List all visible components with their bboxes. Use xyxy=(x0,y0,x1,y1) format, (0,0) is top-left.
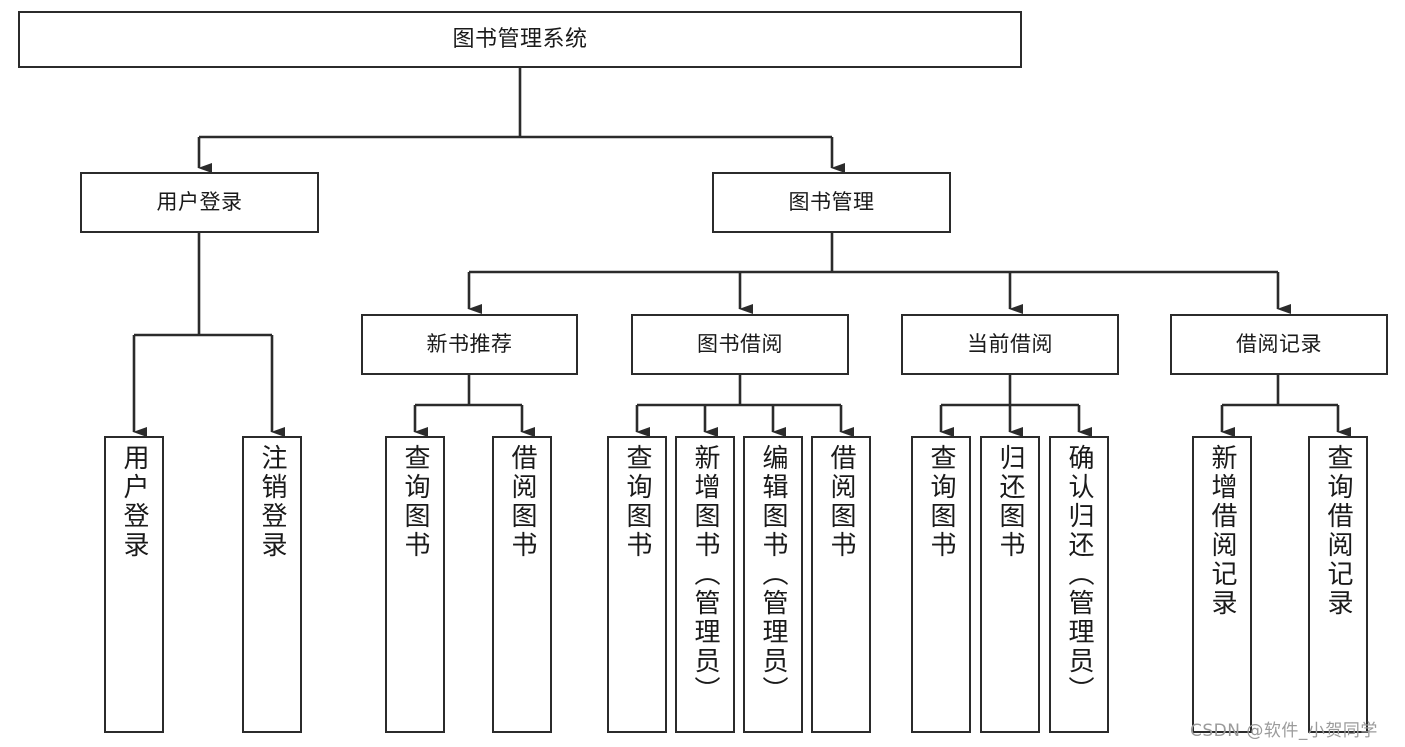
node-book-management-module[interactable]: 图书管理 xyxy=(712,172,951,233)
leaf-confirm-return-admin[interactable]: 确认归还（管理员） xyxy=(1049,436,1109,733)
node-label: 用户登录 xyxy=(119,444,149,560)
node-book-borrowing[interactable]: 图书借阅 xyxy=(631,314,849,375)
node-borrowing-records[interactable]: 借阅记录 xyxy=(1170,314,1388,375)
node-root-system[interactable]: 图书管理系统 xyxy=(18,11,1022,68)
node-label: 图书管理系统 xyxy=(452,26,588,52)
node-label: 编辑图书（管理员） xyxy=(758,444,788,705)
leaf-query-books-current[interactable]: 查询图书 xyxy=(911,436,971,733)
leaf-borrow-books[interactable]: 借阅图书 xyxy=(811,436,871,733)
node-label: 注销登录 xyxy=(257,444,287,560)
leaf-query-borrow-record[interactable]: 查询借阅记录 xyxy=(1308,436,1368,733)
node-label: 确认归还（管理员） xyxy=(1064,444,1094,705)
node-label: 图书借阅 xyxy=(697,332,783,356)
node-label: 图书管理 xyxy=(788,190,875,214)
node-label: 当前借阅 xyxy=(967,332,1053,356)
leaf-return-books[interactable]: 归还图书 xyxy=(980,436,1040,733)
node-label: 新书推荐 xyxy=(426,332,513,356)
node-label: 新增图书（管理员） xyxy=(690,444,720,705)
node-current-borrowing[interactable]: 当前借阅 xyxy=(901,314,1119,375)
leaf-add-borrow-record[interactable]: 新增借阅记录 xyxy=(1192,436,1252,733)
node-label: 借阅图书 xyxy=(507,444,537,560)
node-label: 查询图书 xyxy=(400,444,430,560)
node-label: 借阅图书 xyxy=(826,444,856,560)
node-new-book-recommendation[interactable]: 新书推荐 xyxy=(361,314,578,375)
node-label: 用户登录 xyxy=(156,190,243,214)
node-label: 借阅记录 xyxy=(1236,332,1322,356)
node-label: 归还图书 xyxy=(995,444,1025,560)
node-label: 新增借阅记录 xyxy=(1207,444,1237,618)
leaf-add-book-admin[interactable]: 新增图书（管理员） xyxy=(675,436,735,733)
csdn-watermark: CSDN @软件_小贺同学 xyxy=(1190,721,1378,741)
leaf-borrow-books-recommendation[interactable]: 借阅图书 xyxy=(492,436,552,733)
node-label: 查询借阅记录 xyxy=(1323,444,1353,618)
leaf-query-books-recommendation[interactable]: 查询图书 xyxy=(385,436,445,733)
leaf-edit-book-admin[interactable]: 编辑图书（管理员） xyxy=(743,436,803,733)
leaf-user-login[interactable]: 用户登录 xyxy=(104,436,164,733)
node-label: 查询图书 xyxy=(926,444,956,560)
leaf-logout[interactable]: 注销登录 xyxy=(242,436,302,733)
node-label: 查询图书 xyxy=(622,444,652,560)
node-user-login-module[interactable]: 用户登录 xyxy=(80,172,319,233)
leaf-query-books-borrowing[interactable]: 查询图书 xyxy=(607,436,667,733)
